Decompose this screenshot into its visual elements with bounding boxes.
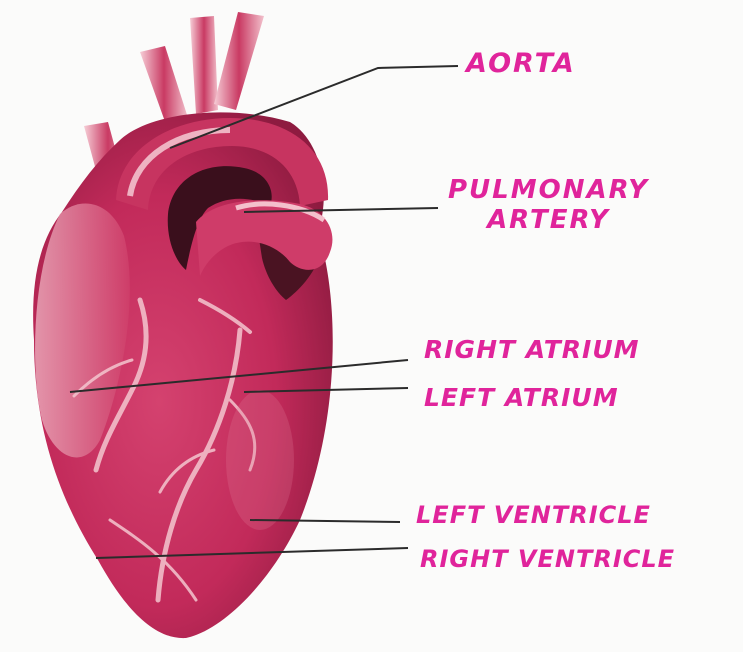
label-pulmonary-artery-line2: ARTERY — [448, 206, 649, 236]
label-aorta: AORTA — [466, 48, 576, 79]
label-left-atrium: LEFT ATRIUM — [424, 384, 619, 413]
label-pulmonary-artery: PULMONARY ARTERY — [448, 176, 649, 236]
label-right-ventricle: RIGHT VENTRICLE — [420, 546, 675, 574]
label-left-ventricle: LEFT VENTRICLE — [416, 502, 651, 530]
label-pulmonary-artery-line1: PULMONARY — [448, 176, 649, 206]
label-right-atrium: RIGHT ATRIUM — [424, 336, 640, 365]
